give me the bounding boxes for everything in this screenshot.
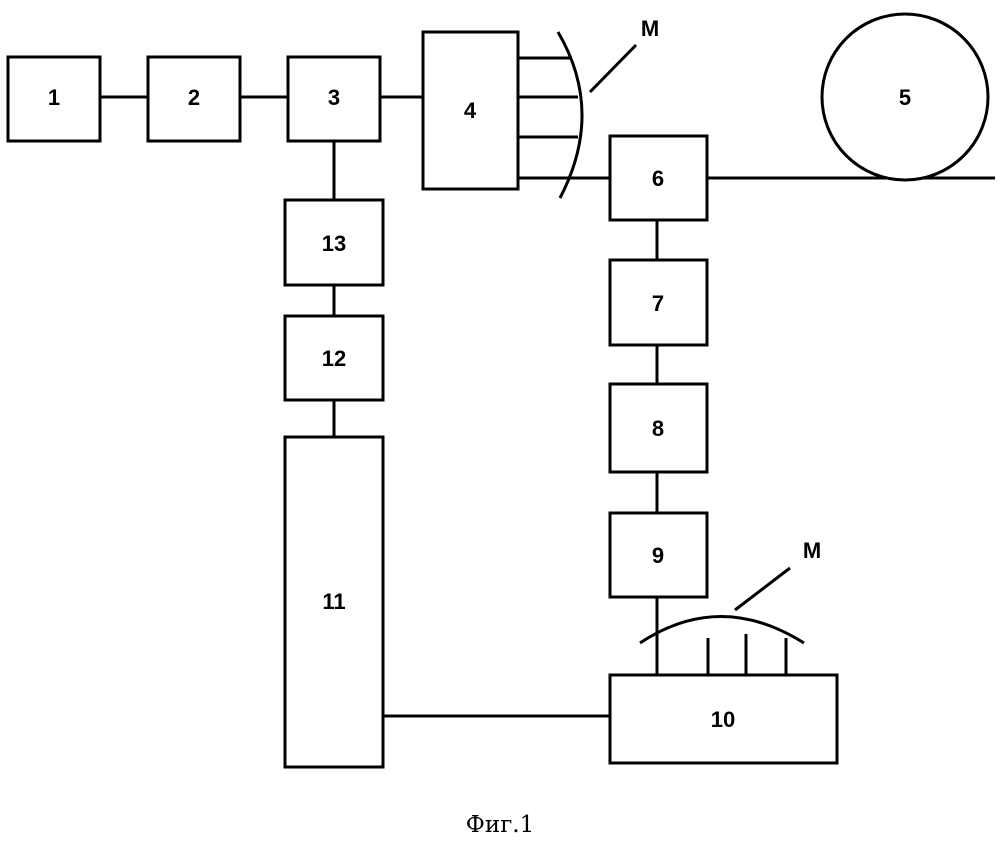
marker-leader-bottom — [735, 568, 790, 610]
marker-leader-top — [590, 45, 636, 92]
block-6-label: 6 — [652, 166, 664, 191]
block-4-label: 4 — [464, 98, 477, 123]
block-11-label: 11 — [322, 589, 345, 614]
block-3-label: 3 — [328, 85, 340, 110]
block-1-label: 1 — [48, 85, 60, 110]
marker-label-top: M — [641, 16, 659, 41]
figure-caption: Фиг.1 — [466, 812, 534, 838]
block-8-label: 8 — [652, 416, 664, 441]
marker-arc-bottom — [640, 617, 804, 644]
block-5-label: 5 — [899, 85, 911, 110]
marker-label-bottom: M — [803, 538, 821, 563]
block-10-label: 10 — [711, 707, 735, 732]
block-9-label: 9 — [652, 543, 664, 568]
block-13-label: 13 — [322, 231, 346, 256]
block-12-label: 12 — [322, 346, 346, 371]
block-7-label: 7 — [652, 291, 664, 316]
block-2-label: 2 — [188, 85, 200, 110]
